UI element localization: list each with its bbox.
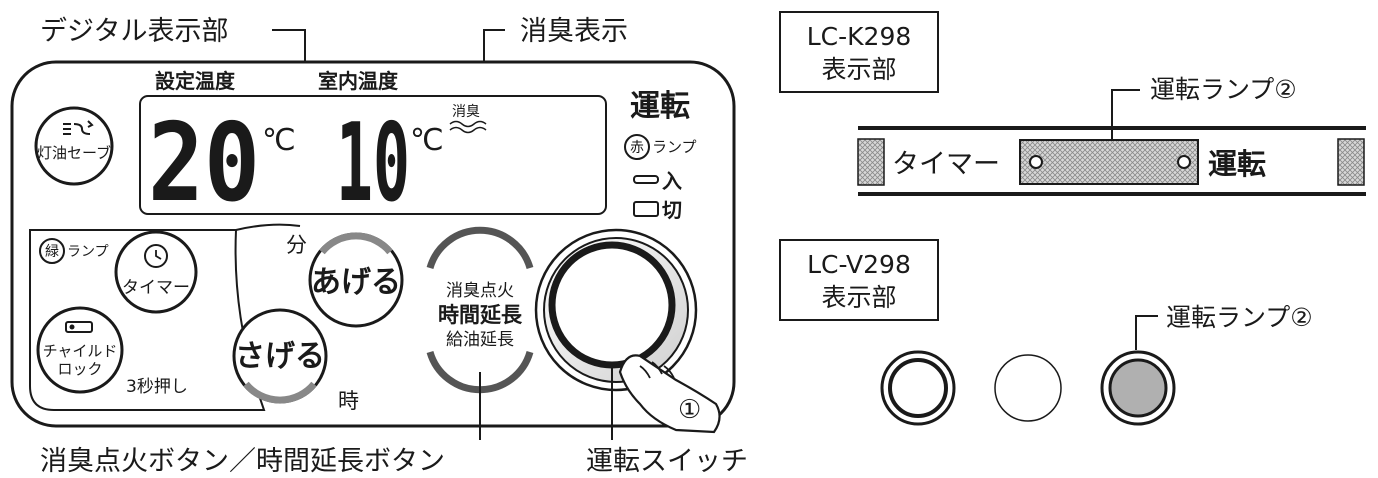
run-switch-button[interactable]: [548, 241, 676, 369]
timer-button-label: タイマー: [122, 278, 190, 298]
hold-3s-label: 3秒押し: [126, 377, 188, 397]
digital-display-callout: デジタル表示部: [40, 16, 228, 47]
red-lamp-badge: [624, 134, 650, 160]
up-button-label: あげる: [311, 265, 401, 300]
run-lamp-k-callout: 運転ランプ②: [1150, 75, 1297, 104]
k-strip-right-cap: [1337, 138, 1365, 186]
lcd-display: [139, 95, 607, 215]
key-icon: [65, 321, 93, 333]
deodorize-indicator: 消臭: [452, 104, 480, 120]
deodorize-label-2: 時間延長: [438, 303, 523, 327]
set-temp-label: 設定温度: [155, 69, 236, 93]
red-lamp-char: 赤: [630, 140, 644, 156]
v-run-lamp: [1108, 358, 1168, 418]
on-switch-icon: [633, 175, 659, 184]
model-v-suffix: 表示部: [821, 283, 896, 312]
clock-hands-icon: [155, 250, 162, 260]
green-lamp-badge: [39, 238, 65, 264]
hour-label: 時: [338, 389, 359, 413]
kerosene-save-button[interactable]: [34, 106, 114, 186]
model-k-box: [779, 11, 939, 93]
off-label: 切: [662, 198, 682, 222]
deodorize-label-3: 給油延長: [446, 330, 514, 350]
pressing-finger-icon: [618, 354, 721, 434]
set-temp-value: 20: [148, 101, 260, 226]
deodorize-display-callout: 消臭表示: [520, 16, 628, 47]
v-left-button-inner: [888, 358, 948, 418]
model-k-name: LC-K298: [807, 22, 912, 51]
run-lamp-v-leader: [1135, 315, 1158, 350]
v-middle-button: [994, 354, 1062, 422]
set-temp-unit: ℃: [262, 123, 296, 158]
run-lamp-v-callout: 運転ランプ②: [1166, 303, 1313, 332]
down-button-label: さげる: [235, 339, 325, 374]
k-run-label: 運転: [1208, 147, 1266, 181]
minute-label: 分: [286, 233, 307, 257]
green-lamp-label: ランプ: [67, 244, 109, 260]
deodorize-wave-icon: [449, 120, 487, 134]
up-arc-icon: [319, 232, 393, 255]
red-lamp-label: ランプ: [652, 138, 697, 156]
timer-button[interactable]: [114, 230, 198, 314]
room-temp-value: 10: [336, 101, 410, 226]
room-temp-label: 室内温度: [318, 69, 399, 93]
off-switch-icon: [633, 201, 659, 217]
kerosene-save-label: 灯油セーブ: [37, 144, 111, 162]
child-lock-label-2: ロック: [57, 360, 102, 378]
on-label: 入: [662, 169, 682, 193]
child-lock-label-1: チャイルド: [43, 342, 118, 360]
eco-icon: [63, 120, 94, 135]
k-run-lamp: [1019, 139, 1199, 185]
run-title: 運転: [630, 89, 690, 124]
key-head-icon: [69, 324, 75, 330]
k-strip-left-cap: [857, 138, 885, 186]
green-lamp-char: 緑: [45, 244, 59, 260]
model-v-name: LC-V298: [807, 250, 911, 279]
k-timer-label: タイマー: [892, 149, 1000, 180]
k-lamp-screw-right-icon: [1177, 155, 1191, 169]
down-arc-icon: [243, 381, 317, 404]
model-k-suffix: 表示部: [821, 55, 896, 84]
finger-lines-icon: [639, 361, 675, 379]
deodorize-arc-top-icon: [426, 226, 534, 270]
step-marker-1: ①: [678, 395, 701, 425]
child-lock-button[interactable]: [36, 306, 124, 394]
subpanel-edge: [235, 223, 301, 231]
room-temp-unit: ℃: [410, 123, 444, 158]
deodorize-time-callout: 消臭点火ボタン／時間延長ボタン: [40, 446, 445, 477]
deodorize-label-1: 消臭点火: [446, 281, 514, 301]
model-v-box: [779, 239, 939, 321]
k-lamp-screw-left-icon: [1029, 155, 1043, 169]
run-switch-callout: 運転スイッチ: [586, 446, 748, 477]
